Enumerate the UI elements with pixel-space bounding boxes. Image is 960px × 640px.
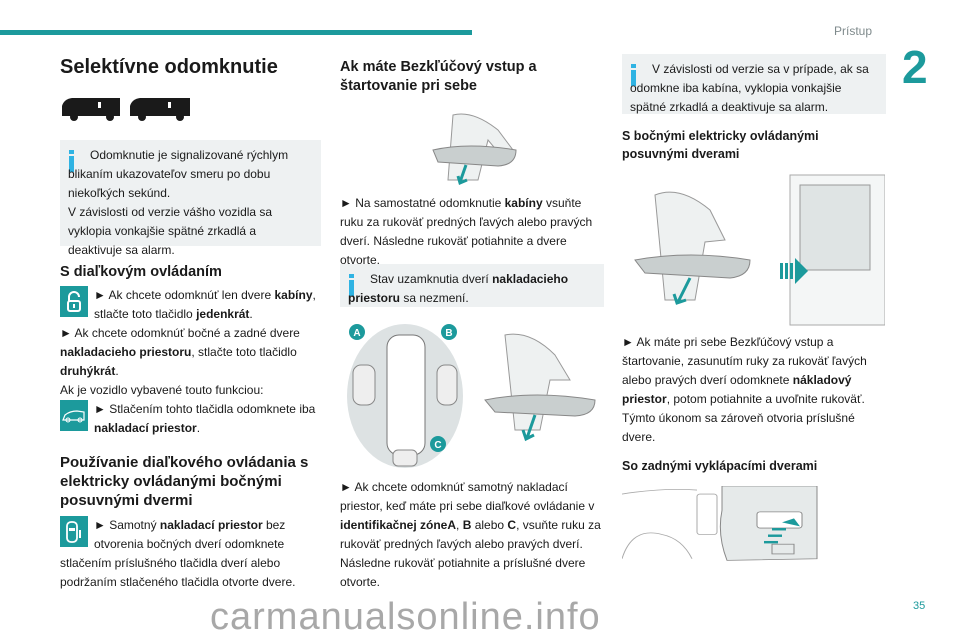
info-icon (69, 150, 74, 172)
sliding-door-section: S bočnými elektricky ovládanými posuvným… (622, 127, 886, 163)
bold-text: druhýkrát (60, 364, 116, 378)
section-heading: S diaľkovým ovládaním (60, 264, 222, 280)
text: sa nezmení. (400, 291, 469, 305)
sliding-door-button-icon (60, 516, 88, 547)
text: V závislosti od verzie vášho vozidla sa … (68, 205, 273, 257)
text: Odomknutie je signalizované rýchlym blik… (68, 148, 289, 200)
text: , potom potiahnite a uvoľnite rukoväť. T… (622, 392, 865, 444)
text: bez otvorenia bočných dverí odomknete st… (60, 518, 296, 589)
section-heading: Ak máte Bezkľúčový vstup a štartovanie p… (340, 59, 537, 94)
bold-text: nakladacieho priestoru (348, 272, 569, 305)
page-number: 35 (913, 600, 926, 612)
paragraph: ► Ak máte pri sebe Bezkľúčový vstup a št… (622, 333, 886, 447)
text: , vsuňte ruku za rukoväť predných ľavých… (340, 518, 601, 589)
section-heading: S bočnými elektricky ovládanými posuvným… (622, 129, 819, 161)
section-heading: Používanie diaľkového ovládania s elektr… (60, 454, 309, 509)
text: ► Ak chcete odomknúť bočné a zadné dvere (60, 326, 300, 340)
section-heading: So zadnými vyklápacími dverami (622, 459, 818, 473)
text: . (115, 364, 119, 378)
info-text: V závislosti od verzie vášho vozidla sa … (68, 203, 313, 260)
keyless-text: ► Na samostatné odomknutie kabíny vsuňte… (340, 194, 604, 270)
info-text: V závislosti od verzie sa v prípade, ak … (630, 60, 878, 117)
bold-text: nakladací priestor (159, 518, 263, 532)
bold-text: kabíny (274, 288, 313, 302)
info-text: Odomknutie je signalizované rýchlym blik… (68, 146, 313, 203)
text: vsuňte ruku za rukoväť predných ľavých a… (340, 196, 593, 267)
text: ► Na samostatné odomknutie (340, 196, 505, 210)
bold-text: nákladový priestor (622, 373, 852, 406)
sliding-door-text: ► Ak máte pri sebe Bezkľúčový vstup a št… (622, 333, 886, 475)
header-bar (0, 30, 472, 35)
van-icons (62, 98, 190, 121)
info-box-cargo-lock: Stav uzamknutia dverí nakladacieho pries… (340, 264, 604, 307)
zone-label-c: C (434, 440, 441, 451)
unlock-button-icon (60, 286, 88, 317)
watermark: carmanualsonline.info (210, 596, 601, 638)
text: , (456, 518, 463, 532)
bold-text: B (462, 518, 472, 532)
paragraph: ► Ak chcete odomknúť samotný nakladací p… (340, 478, 604, 592)
text: ► Ak chcete odomknúť len dvere (94, 288, 275, 302)
text: V závislosti od verzie sa v prípade, ak … (630, 62, 869, 114)
bold-text: identifikačnej zóneA (340, 518, 457, 532)
text: ► Stlačením tohto tlačidla odomknete iba (94, 402, 316, 416)
text: ► Ak máte pri sebe Bezkľúčový vstup a št… (622, 335, 867, 387)
text: . (196, 421, 201, 435)
info-text: Stav uzamknutia dverí nakladacieho pries… (348, 270, 596, 308)
paragraph: Ak je vozidlo vybavené touto funkciou: (60, 381, 322, 400)
bold-text: nakladacieho priestoru (60, 345, 192, 359)
text: ► Samotný (94, 518, 160, 532)
text: ► Ak chcete odomknúť samotný nakladací p… (340, 480, 595, 513)
paragraph: ► Ak chcete odomknúť len dvere kabíny, s… (60, 286, 322, 324)
sliding-door-illustration (634, 174, 885, 326)
text: Ak je vozidlo vybavené touto funkciou: (60, 383, 264, 397)
text: , stlačte toto tlačidlo (94, 288, 316, 321)
bold-text: nakladací priestor (94, 421, 197, 435)
bold-text: kabíny (504, 196, 543, 210)
zone-label-b: B (445, 328, 452, 339)
text: Stav uzamknutia dverí (370, 272, 493, 286)
text: alebo (471, 518, 508, 532)
paragraph: ► Stlačením tohto tlačidla odomknete iba… (60, 400, 322, 438)
text: . (249, 307, 253, 321)
info-box-mirrors: V závislosti od verzie sa v prípade, ak … (622, 54, 886, 114)
keyless-section: Ak máte Bezkľúčový vstup a štartovanie p… (340, 58, 604, 96)
chapter-number: 2 (902, 41, 928, 93)
cargo-unlock-button-icon (60, 400, 88, 431)
bold-text: jedenkrát (196, 307, 250, 321)
info-icon (631, 64, 636, 86)
zone-label-a: A (353, 328, 360, 339)
paragraph: ► Samotný nakladací priestor bez otvoren… (60, 516, 322, 592)
section-title: Prístup (833, 24, 872, 38)
info-box-unlock-signal: Odomknutie je signalizované rýchlym blik… (60, 140, 321, 257)
text: , stlačte toto tlačidlo (191, 345, 297, 359)
door-handle-illustration (428, 110, 523, 190)
info-icon (349, 274, 354, 296)
bold-text: C (507, 518, 517, 532)
paragraph: ► Na samostatné odomknutie kabíny vsuňte… (340, 194, 604, 270)
tailgate-illustration (622, 486, 818, 561)
remote-section: S diaľkovým ovládaním ► Ak chcete odomkn… (60, 263, 322, 592)
identification-zones-illustration: A B C (347, 324, 596, 468)
paragraph: ► Ak chcete odomknúť bočné a zadné dvere… (60, 324, 322, 381)
zone-text: ► Ak chcete odomknúť samotný nakladací p… (340, 478, 604, 592)
page-title: Selektívne odomknutie (60, 56, 278, 78)
